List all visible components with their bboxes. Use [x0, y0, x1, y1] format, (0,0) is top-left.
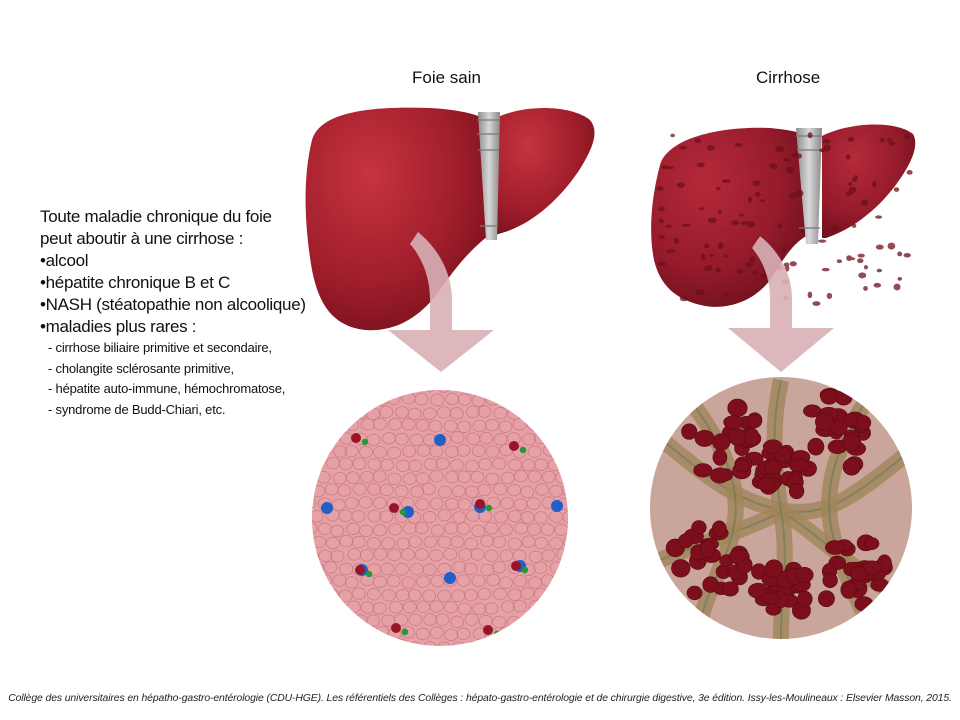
- rare-cause-item: cirrhose biliaire primitive et secondair…: [48, 338, 370, 359]
- cause-item: hépatite chronique B et C: [40, 272, 370, 294]
- cirrhotic-tissue-circle: [650, 377, 912, 639]
- causes-list: alcool hépatite chronique B et C NASH (s…: [40, 250, 370, 338]
- rare-cause-item: cholangite sclérosante primitive,: [48, 359, 370, 380]
- cause-item: NASH (stéatopathie non alcoolique): [40, 294, 370, 316]
- cirrhosis-liver-label: Cirrhose: [756, 68, 821, 87]
- arrow-icon: [388, 232, 494, 372]
- source-caption: Collège des universitaires en hépatho-ga…: [8, 693, 952, 704]
- rare-causes-list: cirrhose biliaire primitive et secondair…: [40, 338, 370, 420]
- intro-line-2: peut aboutir à une cirrhose :: [40, 229, 243, 248]
- cause-item: alcool: [40, 250, 370, 272]
- causes-text-block: Toute maladie chronique du foie peut abo…: [40, 206, 370, 420]
- intro-line-1: Toute maladie chronique du foie: [40, 207, 272, 226]
- healthy-liver-label: Foie sain: [412, 68, 481, 87]
- arrow-icon: [728, 236, 834, 372]
- rare-cause-item: syndrome de Budd-Chiari, etc.: [48, 400, 370, 421]
- healthy-tissue-circle: [312, 390, 568, 646]
- rare-cause-item: hépatite auto-immune, hémochromatose,: [48, 379, 370, 400]
- cause-item: maladies plus rares :: [40, 316, 370, 338]
